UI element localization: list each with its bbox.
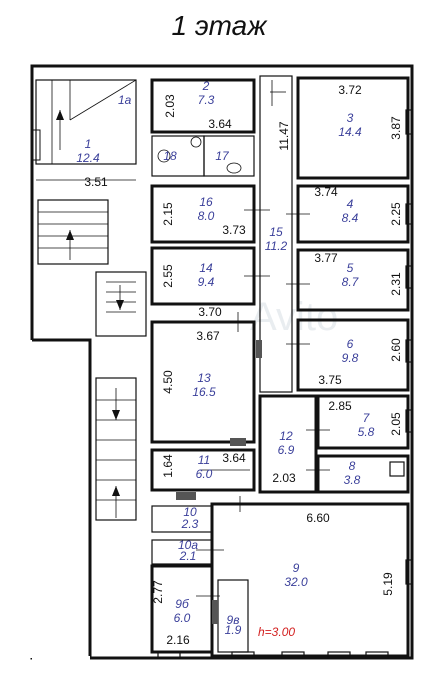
room-3-area: 14.4: [338, 125, 362, 139]
room-14-number: 14: [199, 261, 213, 275]
dim-label: 2.60: [389, 338, 403, 362]
room-3-number: 3: [347, 111, 354, 125]
dim-label: 2.15: [161, 202, 175, 226]
room-16-number: 16: [199, 195, 213, 209]
staircase-bottom: [95, 377, 137, 521]
room-1-number: 1: [85, 137, 92, 151]
room-8-area: 3.8: [344, 473, 361, 487]
room-15-number: 15: [269, 225, 283, 239]
dim-label: 2.25: [389, 202, 403, 226]
dim-label: 2.85: [328, 399, 352, 413]
dim-label: 3.77: [314, 251, 338, 265]
room-12-number: 12: [279, 429, 293, 443]
dim-label: 2.31: [389, 272, 403, 296]
room-9-area: 32.0: [284, 575, 308, 589]
dim-label: 3.64: [208, 117, 232, 131]
dim-label: 2.05: [389, 412, 403, 436]
room-9-number: 9: [293, 561, 300, 575]
interior-walls: [150, 75, 413, 659]
room-5-area: 8.7: [342, 275, 360, 289]
room-6-area: 9.8: [342, 351, 359, 365]
dim-label: 3.64: [222, 451, 246, 465]
dim-label: 3.70: [198, 305, 222, 319]
dim-label: 2.03: [163, 94, 177, 118]
room-15-area: 11.2: [265, 239, 288, 253]
room-10-area: 2.3: [181, 517, 199, 531]
room-7-area: 5.8: [358, 425, 375, 439]
dim-label: 3.73: [222, 223, 246, 237]
room-16-area: 8.0: [198, 209, 215, 223]
room-1-area: 12.4: [76, 151, 100, 165]
room-13-area: 16.5: [192, 385, 216, 399]
left-setback-wall: [32, 338, 92, 658]
floor-title: 1 этаж: [171, 10, 267, 41]
watermark: Avito: [250, 295, 338, 339]
staircase-middle: [95, 271, 147, 337]
dim-label: 3.72: [338, 83, 362, 97]
room-6-number: 6: [347, 337, 354, 351]
room-5-number: 5: [347, 261, 354, 275]
dim-label: 3.75: [318, 373, 342, 387]
room-4-area: 8.4: [342, 211, 359, 225]
room-11-number: 11: [198, 453, 210, 467]
room-labels: 1а 1 12.4 2 7.3 3 14.4 4 8.4 5 8.7 6 9.8…: [76, 79, 374, 637]
dim-label: 4.50: [161, 370, 175, 394]
room-10-number: 10: [183, 505, 197, 519]
dim-label: 2.55: [161, 264, 175, 288]
dim-label: 3.51: [84, 175, 108, 189]
dim-label: 2.03: [272, 471, 296, 485]
room-10a-number: 10а: [178, 538, 198, 552]
dim-label: 11.47: [277, 121, 291, 150]
room-9v-number: 9в: [227, 613, 240, 627]
room-10a-area: 2.1: [179, 549, 197, 563]
room-7-number: 7: [363, 411, 371, 425]
room-9b-area: 6.0: [174, 611, 191, 625]
room-4-number: 4: [347, 197, 354, 211]
dim-label: 1.64: [161, 454, 175, 478]
dim-label: 5.19: [381, 572, 395, 596]
dimension-labels: 2.03 3.64 3.72 3.87 11.47 3.51 2.15 3.73…: [84, 83, 403, 647]
room-14-area: 9.4: [198, 275, 215, 289]
staircase-top: [31, 79, 137, 265]
dim-label: 3.67: [196, 329, 220, 343]
dim-label: 2.16: [166, 633, 190, 647]
room-9b-number: 9б: [175, 597, 190, 611]
room-18-number: 18: [163, 149, 177, 163]
dim-label: 2.77: [151, 580, 165, 604]
dim-label: 6.60: [306, 511, 330, 525]
dim-label: 3.87: [389, 116, 403, 140]
room-8-number: 8: [349, 459, 356, 473]
room-1a-number: 1а: [118, 93, 132, 107]
dim-label: 3.74: [314, 185, 338, 199]
room-9v-area: 1.9: [225, 623, 242, 637]
room-13-number: 13: [197, 371, 211, 385]
ceiling-height-note: h=3.00: [258, 625, 295, 639]
room-11-area: 6.0: [196, 467, 213, 481]
room-12-area: 6.9: [278, 443, 295, 457]
room-17-number: 17: [215, 149, 230, 163]
room-2-area: 7.3: [198, 93, 215, 107]
room-2-number: 2: [202, 79, 210, 93]
